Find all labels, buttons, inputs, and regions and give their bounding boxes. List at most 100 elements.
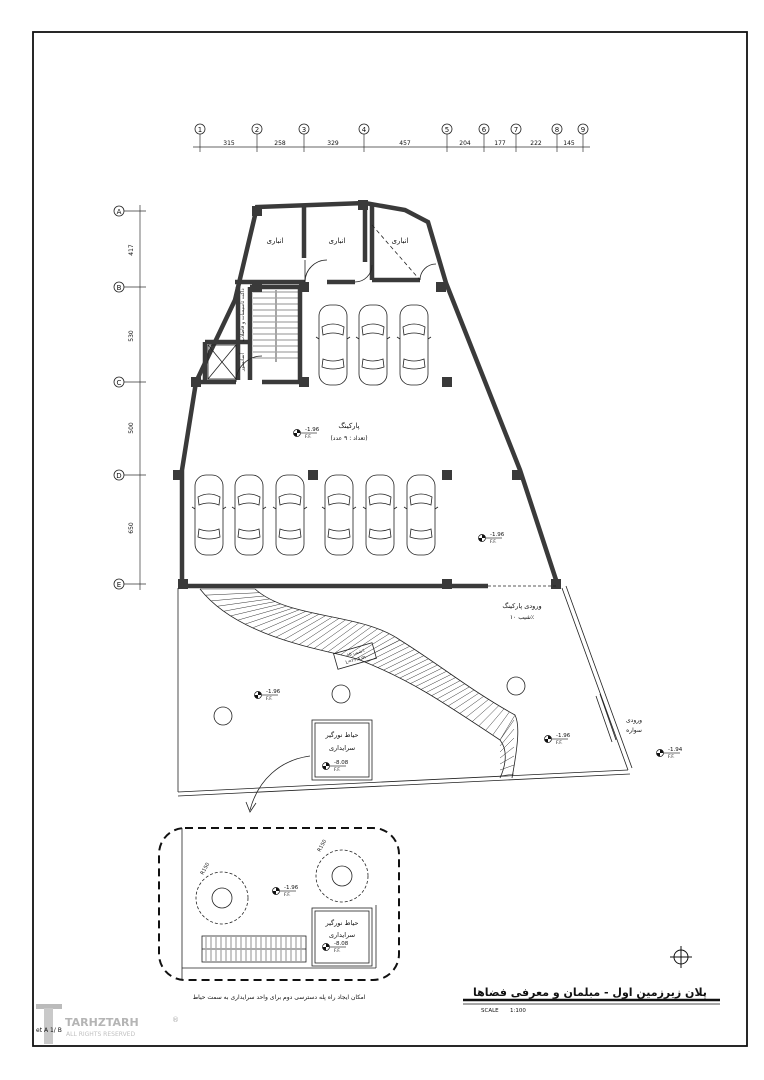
ramp-hatch-line bbox=[299, 618, 340, 645]
level-marker-icon bbox=[293, 429, 317, 437]
room-storage-1: انباری bbox=[267, 237, 284, 245]
ramp-hatch-line bbox=[237, 605, 287, 621]
grid-row-a: A bbox=[117, 208, 122, 216]
ramp-hatch-line bbox=[334, 626, 372, 654]
parked-car bbox=[362, 474, 398, 556]
level-parking-a-ff: F.F. bbox=[305, 434, 312, 440]
detail-tree-2: R150 bbox=[317, 839, 329, 853]
ramp-hatch-line bbox=[415, 671, 447, 687]
ramp-hatch-line bbox=[442, 686, 470, 703]
structural-column bbox=[191, 377, 201, 387]
ramp-hatch-line bbox=[359, 639, 401, 661]
ramp-hatch-line bbox=[327, 624, 366, 653]
span-y-3: 500 bbox=[128, 422, 135, 434]
ramp-hatch-line bbox=[499, 746, 515, 759]
ramp-hatch-line bbox=[388, 655, 425, 673]
watermark-subtext: ALL RIGHTS RESERVED bbox=[66, 1031, 135, 1038]
ramp-hatch-line bbox=[436, 683, 465, 700]
parked-car bbox=[396, 304, 432, 386]
ramp-hatch-line bbox=[492, 711, 510, 736]
ramp-hatch-line bbox=[321, 622, 360, 651]
structural-column bbox=[442, 377, 452, 387]
ramp-hatch-line bbox=[472, 702, 494, 722]
ramp-hatch-line bbox=[485, 708, 505, 731]
level-courtyard: -8.08 bbox=[334, 760, 349, 766]
ramp-hatch-line bbox=[465, 699, 489, 718]
ramp-hatch-line bbox=[499, 737, 515, 753]
yard bbox=[177, 585, 633, 797]
parked-cars bbox=[191, 304, 439, 556]
span-x-8: 145 bbox=[563, 140, 575, 147]
level-yard: -1.96 bbox=[266, 689, 281, 695]
elevator-shaft bbox=[207, 344, 237, 380]
parked-car bbox=[315, 304, 351, 386]
level-marker-icon bbox=[544, 735, 568, 743]
detail-courtyard: حیاط نورگیر bbox=[325, 919, 359, 927]
structural-column bbox=[442, 579, 452, 589]
level-parking-b-ff: F.F. bbox=[490, 539, 497, 545]
room-duct: داکت تاسیسات و فاضلاب bbox=[240, 288, 246, 341]
ramp-hatch-line bbox=[252, 609, 300, 629]
ramp-hatch-line bbox=[346, 630, 384, 657]
parked-car bbox=[272, 474, 308, 556]
ramp-hatch-line bbox=[372, 646, 410, 666]
ramp-hatch-line bbox=[499, 728, 515, 747]
ramp-hatch-line bbox=[230, 603, 281, 617]
grid-axis-horizontal bbox=[193, 123, 590, 152]
grid-col-2: 2 bbox=[255, 126, 259, 134]
structural-column bbox=[551, 579, 561, 589]
structural-columns bbox=[173, 200, 561, 589]
ramp-hatch-line bbox=[210, 595, 265, 602]
grid-axis-vertical bbox=[113, 205, 146, 590]
span-x-4: 457 bbox=[399, 140, 411, 147]
grid-col-3: 3 bbox=[302, 126, 306, 134]
level-marker-icon bbox=[272, 887, 296, 895]
detail-tree-1: R150 bbox=[200, 862, 212, 876]
ramp-hatch-line bbox=[260, 611, 306, 632]
parking-title: پارکینگ bbox=[338, 421, 359, 430]
structural-column bbox=[299, 377, 309, 387]
level-marker-icon bbox=[656, 749, 680, 757]
parking-ramp bbox=[199, 588, 519, 779]
parked-car bbox=[231, 474, 267, 556]
detail-courtyard-sub: سرایداری bbox=[329, 931, 355, 939]
structural-column bbox=[299, 282, 309, 292]
ramp-hatch-line bbox=[383, 652, 420, 671]
watermark-logo-icon bbox=[36, 1004, 62, 1044]
room-storage-3: انباری bbox=[392, 237, 409, 245]
span-x-6: 177 bbox=[494, 140, 506, 147]
grid-row-d: D bbox=[116, 472, 121, 480]
level-marker-icon bbox=[254, 691, 278, 699]
level-yard-right-ff: F.F. bbox=[556, 740, 563, 746]
rider-entrance: ورودی bbox=[626, 717, 642, 724]
ramp-hatch-line bbox=[223, 601, 276, 612]
ramp-hatch-line bbox=[453, 692, 479, 710]
level-parking-a: -1.96 bbox=[305, 427, 320, 433]
structural-column bbox=[173, 470, 183, 480]
ramp-hatch-line bbox=[283, 615, 326, 641]
ramp-hatch-line bbox=[499, 714, 516, 741]
grid-col-8: 8 bbox=[555, 126, 559, 134]
courtyard-sublabel: سرایداری bbox=[329, 744, 355, 752]
ramp-hatch-line bbox=[267, 612, 313, 635]
ramp-hatch-line bbox=[405, 664, 438, 681]
level-outside-ff: F.F. bbox=[668, 754, 675, 760]
ramp-hatch-line bbox=[420, 674, 452, 690]
span-y-2: 530 bbox=[128, 330, 135, 342]
ramp-hatch-line bbox=[306, 619, 346, 647]
scale-label: SCALE bbox=[481, 1008, 499, 1014]
ramp-hatch-line bbox=[426, 677, 456, 693]
ramp-hatch-line bbox=[244, 607, 294, 625]
detail-arrow bbox=[249, 755, 311, 811]
detail-level-ff: F.F. bbox=[284, 892, 291, 898]
level-marker-icon bbox=[322, 943, 346, 951]
grid-col-9: 9 bbox=[581, 126, 585, 134]
grid-col-5: 5 bbox=[445, 126, 449, 134]
detail-callout bbox=[158, 827, 400, 981]
ramp-hatch-line bbox=[217, 598, 270, 607]
ramp-hatch-line bbox=[448, 689, 475, 707]
ramp-length: L=۲۶.۵ m bbox=[345, 654, 367, 665]
ramp-slope: شیب ۱۵٪ bbox=[346, 648, 365, 658]
structural-column bbox=[358, 200, 368, 210]
room-elevator: آسانسور bbox=[239, 352, 246, 372]
